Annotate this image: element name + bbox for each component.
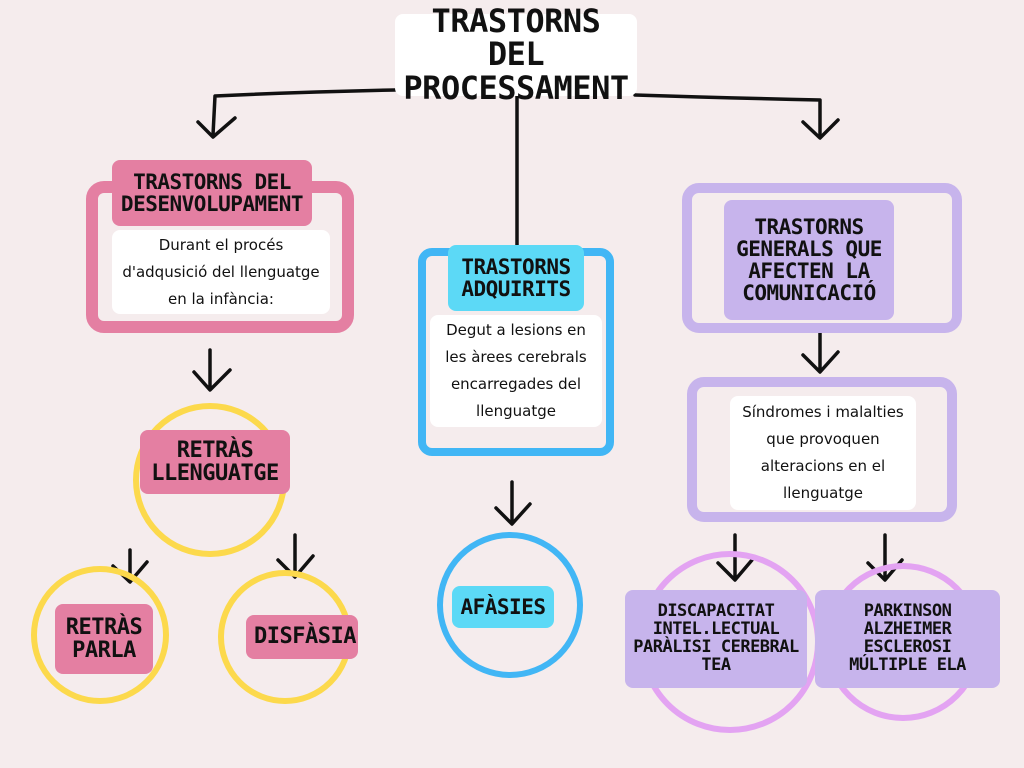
yellow-circle-left	[31, 566, 169, 704]
lilac-left-label: DISCAPACITAT INTEL.LECTUAL PARÀLISI CERE…	[625, 590, 807, 688]
arrow-general	[801, 331, 840, 374]
purple-frame-bottom	[687, 377, 957, 522]
connector-left	[211, 88, 397, 137]
main-title: TRASTORNS DEL PROCESSAMENT	[395, 4, 637, 104]
title-line-1: TRASTORNS DEL	[431, 1, 601, 74]
arrow-disfasia	[276, 533, 315, 579]
purple-frame-top	[682, 183, 962, 333]
retras-parla-label: RETRÀS PARLA	[55, 604, 153, 674]
general-title: TRASTORNS GENERALS QUE AFECTEN LA COMUNI…	[724, 200, 894, 320]
arrow-dev	[192, 348, 232, 392]
development-title: TRASTORNS DEL DESENVOLUPAMENT	[112, 160, 312, 226]
arrow-head-right	[801, 118, 840, 140]
retras-llenguatge-label: RETRÀS LLENGUATGE	[140, 430, 290, 494]
development-description: Durant el procés d'adqusició del llengua…	[112, 230, 330, 314]
disfasia-label: DISFÀSIA	[246, 615, 358, 659]
arrow-afasies	[494, 480, 532, 526]
acquired-title: TRASTORNS ADQUIRITS	[448, 245, 584, 311]
connector-right	[633, 93, 822, 137]
acquired-description: Degut a lesions en les àrees cerebrals e…	[430, 315, 602, 427]
lilac-right-label: PARKINSON ALZHEIMER ESCLEROSI MÚLTIPLE E…	[815, 590, 1000, 688]
general-description: Síndromes i malalties que provoquen alte…	[730, 396, 916, 510]
arrow-head-left	[196, 116, 237, 139]
afasies-label: AFÀSIES	[452, 586, 554, 628]
title-line-2: PROCESSAMENT	[403, 68, 629, 107]
blue-circle	[437, 532, 583, 678]
